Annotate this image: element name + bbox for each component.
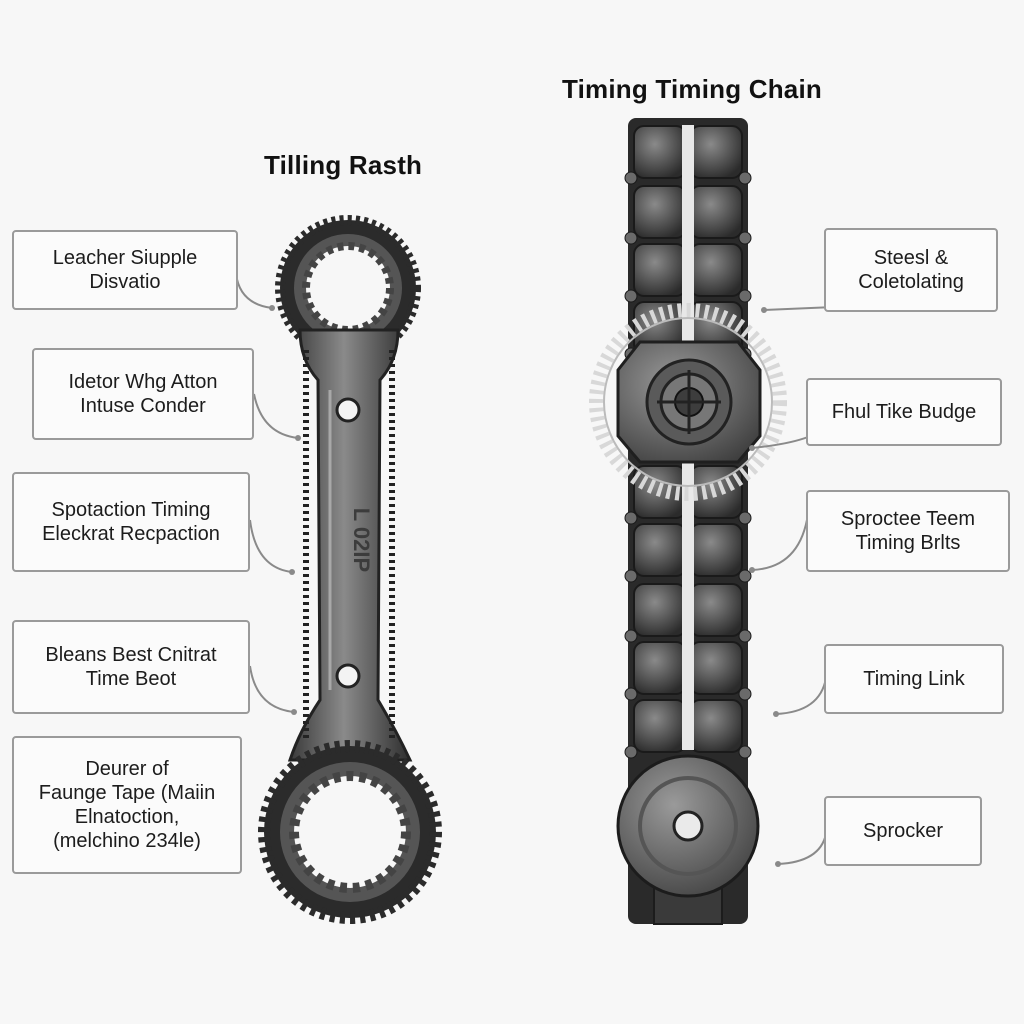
chain-pin bbox=[738, 231, 752, 245]
chain-pin bbox=[624, 687, 638, 701]
callout-left-2: Idetor Whg Atton Intuse Conder bbox=[32, 348, 254, 440]
leader-dots bbox=[269, 305, 781, 867]
wrench-handle bbox=[287, 328, 413, 762]
callout-left-1: Leacher Siupple Disvatio bbox=[12, 230, 238, 310]
callout-right-3: Sproctee Teem Timing Brlts bbox=[806, 490, 1010, 572]
callout-line: Fhul Tike Budge bbox=[831, 401, 977, 423]
chain-pin bbox=[624, 289, 638, 303]
sprocket-ring bbox=[589, 303, 787, 501]
chain-pin bbox=[624, 629, 638, 643]
callout-line: Steesl & bbox=[873, 247, 949, 269]
callout-line: Timing Brlts bbox=[855, 532, 961, 554]
chain-roller bbox=[633, 699, 687, 753]
bottom-gear bbox=[258, 740, 442, 924]
chain-roller bbox=[689, 125, 743, 179]
callout-line: Sprocker bbox=[862, 820, 944, 842]
chain-pin bbox=[624, 511, 638, 525]
chain-pin bbox=[624, 569, 638, 583]
callout-line: Faunge Tape (Maiin bbox=[38, 782, 216, 804]
chain-pin bbox=[738, 569, 752, 583]
chain-roller bbox=[633, 243, 687, 297]
chain-roller bbox=[633, 523, 687, 577]
chain-roller bbox=[689, 523, 743, 577]
timing-chain bbox=[624, 118, 752, 925]
chain-pin bbox=[624, 231, 638, 245]
callout-line: Sproctee Teem bbox=[840, 508, 976, 530]
callout-right-4: Timing Link bbox=[824, 644, 1004, 714]
chain-pin bbox=[738, 687, 752, 701]
left-title: Tilling Rasth bbox=[264, 150, 423, 180]
chain-roller bbox=[689, 699, 743, 753]
chain-pin bbox=[738, 511, 752, 525]
chain-pin bbox=[738, 629, 752, 643]
right-title: Timing Timing Chain bbox=[562, 74, 822, 104]
callout-right-2: Fhul Tike Budge bbox=[806, 378, 1002, 446]
callout-line: Timing Link bbox=[863, 668, 965, 690]
chain-pin bbox=[738, 289, 752, 303]
callout-line: Spotaction Timing bbox=[51, 499, 211, 521]
chain-roller bbox=[633, 185, 687, 239]
callout-left-5: Deurer of Faunge Tape (Maiin Elnatoction… bbox=[12, 736, 242, 874]
chain-roller bbox=[633, 583, 687, 637]
chain-pin bbox=[624, 171, 638, 185]
chain-pin bbox=[624, 745, 638, 759]
callout-left-4: Bleans Best Cnitrat Time Beot bbox=[12, 620, 250, 714]
chain-roller bbox=[633, 641, 687, 695]
wrench-stamp: L 02IP bbox=[349, 508, 374, 572]
tensioner-bracket bbox=[616, 340, 762, 464]
callout-line: Idetor Whg Atton bbox=[68, 371, 218, 393]
bottom-sprocket bbox=[616, 754, 760, 898]
chain-roller bbox=[633, 125, 687, 179]
callout-line: Bleans Best Cnitrat bbox=[45, 644, 217, 666]
callout-line: (melchino 234le) bbox=[53, 830, 201, 852]
callout-left-3: Spotaction Timing Eleckrat Recpaction bbox=[12, 472, 250, 572]
callout-line: Disvatio bbox=[89, 271, 161, 293]
callout-line: Time Beot bbox=[85, 668, 177, 690]
chain-roller bbox=[689, 243, 743, 297]
callout-right-1: Steesl & Coletolating bbox=[824, 228, 998, 312]
wrench-part bbox=[258, 215, 442, 924]
chain-roller bbox=[689, 641, 743, 695]
callout-line: Elnatoction, bbox=[74, 806, 180, 828]
callout-line: Leacher Siupple bbox=[52, 247, 198, 269]
chain-pin bbox=[738, 171, 752, 185]
callout-right-5: Sprocker bbox=[824, 796, 982, 866]
callout-line: Deurer of bbox=[85, 758, 169, 780]
callout-line: Intuse Conder bbox=[80, 395, 206, 417]
chain-roller bbox=[689, 583, 743, 637]
chain-roller bbox=[689, 185, 743, 239]
callout-line: Eleckrat Recpaction bbox=[42, 523, 220, 545]
chain-pin bbox=[738, 745, 752, 759]
callout-line: Coletolating bbox=[858, 271, 964, 293]
